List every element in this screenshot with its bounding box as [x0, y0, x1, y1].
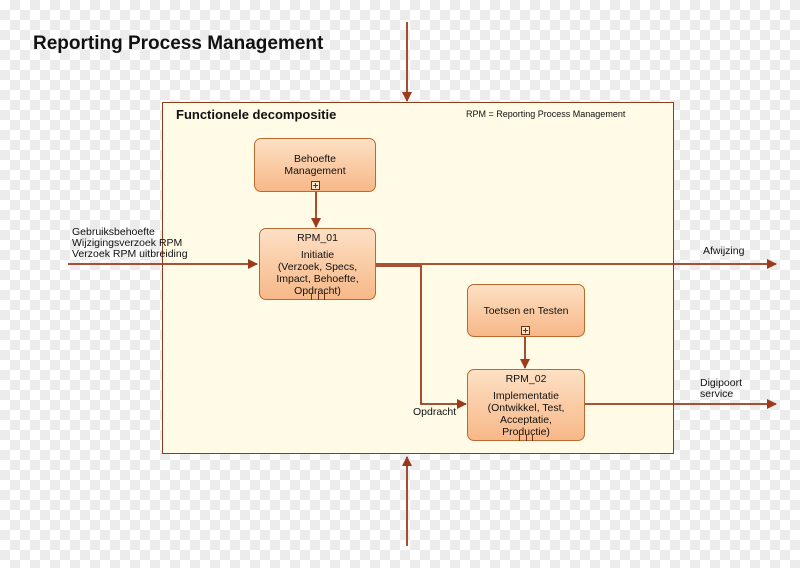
subprocess-icon [311, 293, 325, 300]
rpm01-box[interactable]: RPM_01 Initiatie (Verzoek, Specs, Impact… [259, 228, 376, 300]
output-line: service [700, 388, 734, 400]
output-line: Digipoort [700, 377, 743, 389]
toetsen-en-testen-box[interactable]: Toetsen en Testen [467, 284, 585, 337]
box-label: RPM_02 [505, 373, 547, 385]
box-label: Management [284, 165, 346, 177]
behoefte-management-box[interactable]: Behoefte Management [254, 138, 376, 192]
box-label: (Ontwikkel, Test, [487, 402, 565, 414]
box-label: Behoefte [293, 153, 337, 165]
box-label: Opdracht) [294, 285, 341, 297]
frame-title: Functionele decompositie [176, 107, 337, 122]
frame-note: RPM = Reporting Process Management [466, 109, 626, 119]
box-label: Toetsen en Testen [483, 305, 569, 317]
box-label: Implementatie [493, 390, 559, 402]
opdracht-arrow [376, 265, 467, 409]
rpm02-box[interactable]: RPM_02 Implementatie (Ontwikkel, Test, A… [467, 369, 585, 441]
box-label: Acceptatie, [500, 414, 552, 426]
box-label: RPM_01 [297, 232, 338, 244]
expand-icon[interactable] [521, 326, 530, 335]
box-label: Impact, Behoefte, [276, 273, 359, 285]
box-label: Initiatie [300, 249, 335, 261]
expand-icon[interactable] [311, 181, 320, 190]
box-label: Productie) [502, 426, 550, 438]
input-line: Verzoek RPM uitbreiding [72, 248, 188, 260]
output-label: Digipoort service [700, 378, 742, 400]
input-label: Gebruiksbehoefte Wijzigingsverzoek RPM V… [72, 227, 188, 260]
box-label: (Verzoek, Specs, [277, 261, 358, 273]
input-line: Wijzigingsverzoek RPM [72, 237, 183, 249]
opdracht-label: Opdracht [413, 406, 457, 418]
subprocess-icon [519, 434, 533, 441]
page-title: Reporting Process Management [33, 33, 324, 54]
afwijzing-label: Afwijzing [703, 245, 745, 257]
decomposition-frame [162, 102, 674, 454]
input-line: Gebruiksbehoefte [72, 226, 155, 238]
